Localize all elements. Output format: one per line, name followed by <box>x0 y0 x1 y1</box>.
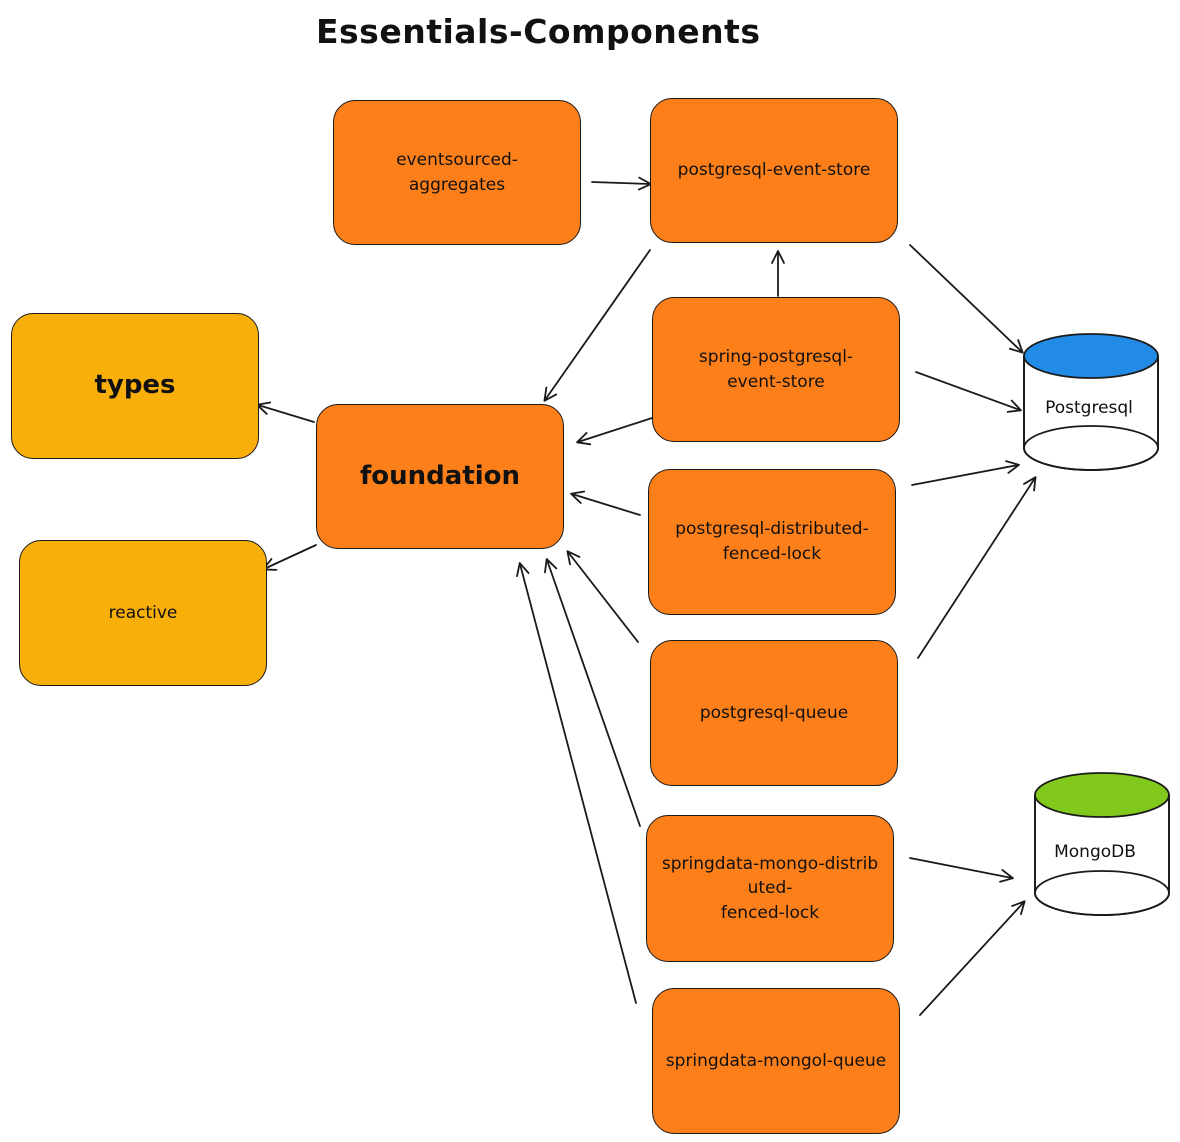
node-springdata-mongol-queue: springdata-mongol-queue <box>652 988 900 1134</box>
edge-pg-lock-to-postgresql <box>911 460 1020 486</box>
node-label: eventsourced- aggregates <box>396 149 518 195</box>
edge-pg-lock-to-foundation <box>570 490 641 516</box>
node-foundation: foundation <box>316 404 564 549</box>
edge-aggregates-to-event-store <box>591 176 652 191</box>
node-label: reactive <box>108 602 178 623</box>
edge-pg-queue-to-postgresql <box>917 476 1037 659</box>
edge-mongo-queue-to-foundation <box>516 562 637 1004</box>
node-label: spring-postgresql- event-store <box>698 346 854 392</box>
node-spring-postgresql-event-store: spring-postgresql- event-store <box>652 297 900 442</box>
node-springdata-mongo-distributed-fenced-lock: springdata-mongo-distrib uted- fenced-lo… <box>646 815 894 962</box>
edge-event-store-to-foundation <box>543 249 651 402</box>
node-label: postgresql-queue <box>699 702 849 723</box>
node-reactive: reactive <box>19 540 267 686</box>
edge-mongo-lock-to-mongodb <box>909 857 1014 883</box>
edge-spring-event-store-to-postgresql <box>915 371 1022 413</box>
node-label: springdata-mongol-queue <box>665 1050 887 1071</box>
node-postgresql-distributed-fenced-lock: postgresql-distributed- fenced-lock <box>648 469 896 615</box>
edge-spring-event-store-to-foundation <box>576 417 653 446</box>
node-label: springdata-mongo-distrib uted- fenced-lo… <box>661 853 879 923</box>
node-label: types <box>94 370 176 401</box>
node-label: postgresql-event-store <box>677 160 871 181</box>
edge-foundation-to-types <box>256 401 315 423</box>
diagram-title: Essentials-Components <box>316 12 761 51</box>
node-types: types <box>11 313 259 459</box>
node-postgresql-event-store: postgresql-event-store <box>650 98 898 243</box>
node-postgresql-queue: postgresql-queue <box>650 640 898 786</box>
edge-foundation-to-reactive <box>262 544 317 571</box>
postgresql-label: Postgresql <box>1045 398 1133 418</box>
node-eventsourced-aggregates: eventsourced- aggregates <box>333 100 581 245</box>
node-label: postgresql-distributed- fenced-lock <box>675 519 869 564</box>
edge-mongo-lock-to-foundation <box>544 558 641 827</box>
edge-mongo-queue-to-mongodb <box>919 900 1026 1016</box>
node-label: foundation <box>359 460 521 491</box>
mongodb-label: MongoDB <box>1054 842 1136 862</box>
edge-pg-queue-to-foundation <box>566 550 639 643</box>
edge-event-store-to-postgresql <box>909 244 1024 354</box>
